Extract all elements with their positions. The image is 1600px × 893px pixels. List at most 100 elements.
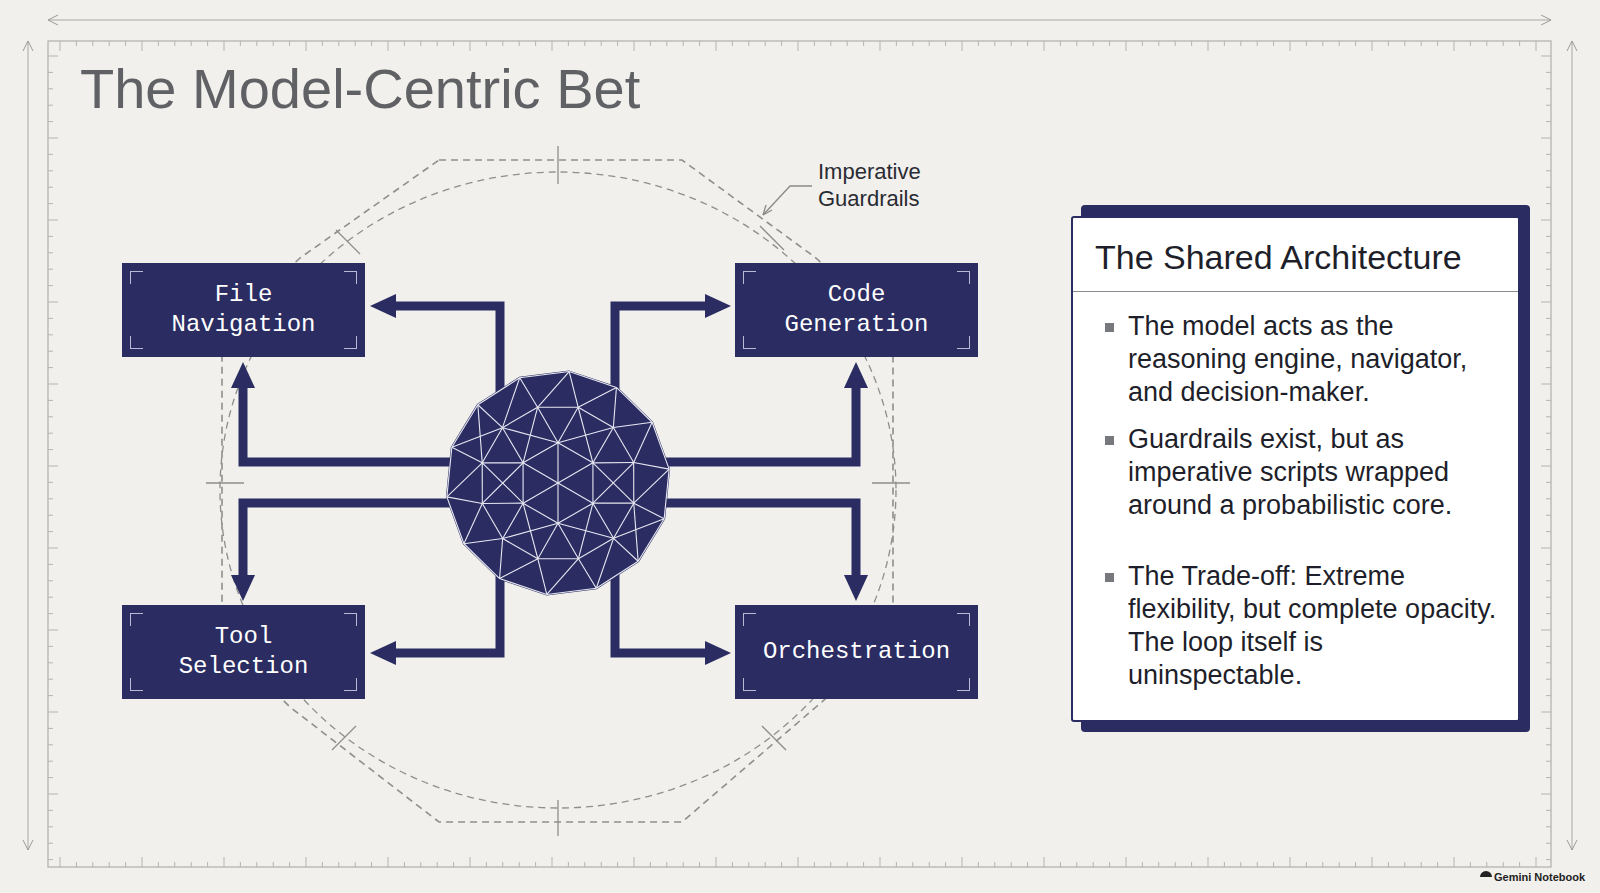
facet-edge <box>596 538 613 588</box>
tick <box>519 862 520 867</box>
tick <box>1541 548 1551 549</box>
facet-edge <box>503 539 538 559</box>
tick <box>48 744 53 745</box>
tick <box>1290 41 1291 51</box>
tick <box>92 41 93 46</box>
tick <box>388 857 389 867</box>
tick <box>1224 41 1225 46</box>
tick <box>1076 862 1077 867</box>
tick <box>634 41 635 51</box>
tick <box>1142 862 1143 867</box>
diagram-title: The Model-Centric Bet <box>80 56 640 121</box>
tick <box>109 41 110 46</box>
tick <box>1109 862 1110 867</box>
tick <box>48 105 53 106</box>
tick <box>1546 564 1551 565</box>
tick <box>1486 41 1487 46</box>
tick <box>48 384 58 385</box>
tick <box>453 862 454 867</box>
facet-edge <box>482 463 523 503</box>
facet-edge <box>638 519 664 562</box>
tick <box>650 862 651 867</box>
tick <box>48 548 58 549</box>
tick <box>1044 41 1045 51</box>
facet-edge <box>547 559 579 595</box>
facet-edge <box>523 463 524 503</box>
tick <box>896 862 897 867</box>
tick <box>847 41 848 46</box>
tick <box>1541 712 1551 713</box>
tick <box>1546 646 1551 647</box>
panel-heading: The Shared Architecture <box>1073 218 1518 292</box>
tick <box>617 862 618 867</box>
tick <box>994 862 995 867</box>
tick <box>748 41 749 46</box>
tick <box>306 41 307 51</box>
tick <box>601 862 602 867</box>
bullet-item: The Trade-off: Extreme flexibility, but … <box>1073 560 1518 692</box>
tick <box>1372 857 1373 867</box>
facet-edge <box>569 372 578 408</box>
tick <box>1224 862 1225 867</box>
tick <box>1546 416 1551 417</box>
tick <box>1388 862 1389 867</box>
tick <box>732 41 733 46</box>
tick <box>1454 857 1455 867</box>
facet-edge <box>538 407 579 408</box>
facet-edge <box>634 503 664 519</box>
tick <box>48 761 53 762</box>
tick <box>48 367 53 368</box>
tick <box>1546 203 1551 204</box>
corner-bracket <box>957 271 970 284</box>
tick <box>1546 72 1551 73</box>
tick <box>1257 862 1258 867</box>
facet-edge <box>578 538 613 558</box>
tick <box>1388 41 1389 46</box>
tick <box>1546 318 1551 319</box>
tick <box>683 41 684 46</box>
tick <box>830 41 831 46</box>
facet-edge <box>538 523 558 558</box>
tick <box>256 862 257 867</box>
bullet-text: Guardrails exist, but as imperative scri… <box>1128 423 1500 522</box>
tick <box>1240 862 1241 867</box>
corner-bracket <box>957 613 970 626</box>
tick <box>699 862 700 867</box>
tick <box>371 41 372 46</box>
tick <box>1541 794 1551 795</box>
tick <box>1421 862 1422 867</box>
tick <box>355 41 356 46</box>
tick <box>48 72 53 73</box>
facet-edge <box>613 427 633 462</box>
tick <box>765 862 766 867</box>
facet-edge <box>578 387 616 407</box>
tick <box>48 466 58 467</box>
tick <box>1546 695 1551 696</box>
tick <box>1546 761 1551 762</box>
tick <box>306 857 307 867</box>
tick <box>601 41 602 46</box>
tick <box>48 662 53 663</box>
tick <box>1355 41 1356 46</box>
tick <box>1060 862 1061 867</box>
tick <box>1546 88 1551 89</box>
tick <box>470 857 471 867</box>
facet-edge <box>464 544 500 579</box>
tick <box>1546 679 1551 680</box>
tick <box>48 597 53 598</box>
tick <box>617 41 618 46</box>
facet-edge <box>558 523 578 558</box>
tick <box>1546 285 1551 286</box>
facet-edge <box>557 483 558 523</box>
tick <box>355 862 356 867</box>
tick <box>48 564 53 565</box>
tick <box>48 794 58 795</box>
facet-edge <box>614 538 639 561</box>
tick <box>125 41 126 46</box>
tick <box>48 121 53 122</box>
tick <box>174 862 175 867</box>
tick <box>929 41 930 46</box>
tick <box>535 41 536 46</box>
facet-edge <box>478 405 482 463</box>
tick <box>1339 41 1340 46</box>
